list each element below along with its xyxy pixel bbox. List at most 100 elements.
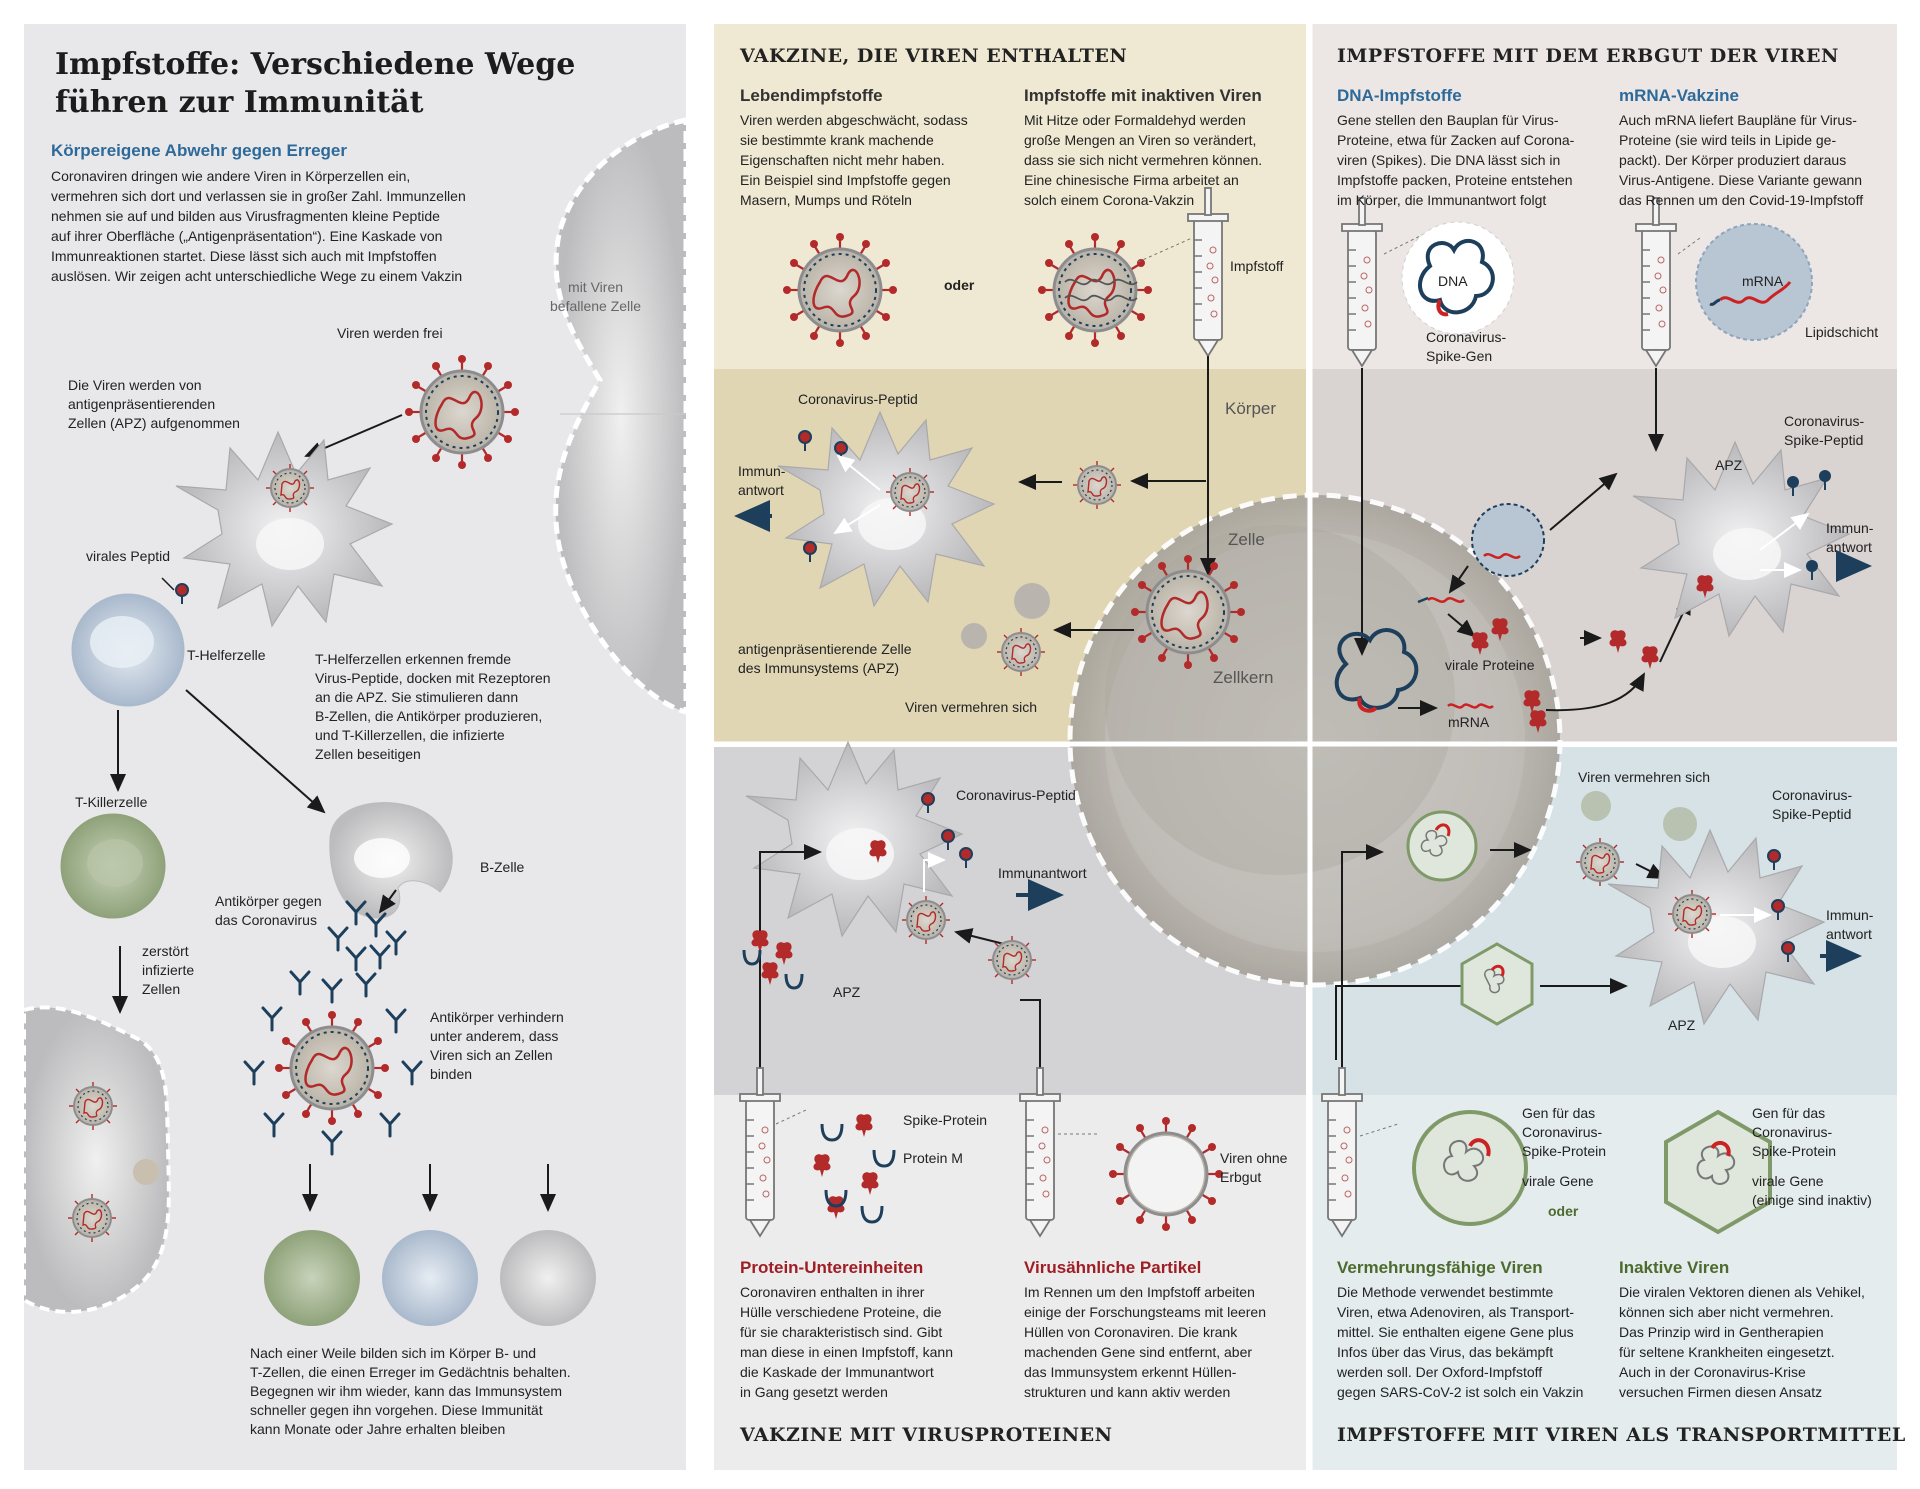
vlp-text-line: strukturen und kann aktiv werden <box>1024 1384 1231 1400</box>
apz-uptake-line: antigenpräsentierenden <box>68 396 216 412</box>
protein-m-label: Protein M <box>903 1150 963 1166</box>
memory-blue-cell <box>382 1230 478 1326</box>
viruses-multiply-label-vector: Viren vermehren sich <box>1578 769 1711 785</box>
genome-section-heading: IMPFSTOFFE MIT DEM ERBGUT DER VIREN <box>1337 45 1839 67</box>
replicating-text-line: mittel. Sie enthalten eigene Gene plus <box>1337 1324 1574 1340</box>
immune-response-line: Immun- <box>1826 907 1874 923</box>
apc-vector-virus <box>1667 889 1717 939</box>
viral-genes-b-line: (einige sind inaktiv) <box>1752 1192 1872 1208</box>
gene-b-line: Gen für das <box>1752 1105 1826 1121</box>
inactive-vector-text-line: für seltene Krankheiten eingesetzt. <box>1619 1344 1835 1360</box>
apz-uptake-line: Die Viren werden von <box>68 377 202 393</box>
inactive-vector-text-line: Die viralen Vektoren dienen als Vehikel, <box>1619 1284 1865 1300</box>
vlp-text-line: Im Rennen um den Impfstoff arbeiten <box>1024 1284 1255 1300</box>
syringe-vector <box>1321 1067 1363 1237</box>
gene-a-line: Coronavirus- <box>1522 1124 1603 1140</box>
apc-left <box>175 431 393 627</box>
subunit-title: Protein-Untereinheiten <box>740 1258 924 1277</box>
live-text-line: Masern, Mumps und Röteln <box>740 192 912 208</box>
apz-uptake-label: Die Viren werden von antigenpräsentieren… <box>68 376 240 433</box>
mrna-strand-a <box>1427 597 1465 603</box>
replicating-text-line: Viren, etwa Adenoviren, als Transport- <box>1337 1304 1575 1320</box>
intro-line: vermehren sich dort und verlassen sie in… <box>51 188 466 204</box>
replicating-text-line: gegen SARS-CoV-2 ist solch ein Vakzin <box>1337 1384 1584 1400</box>
dna-text-line: im Körper, die Immunantwort folgt <box>1337 192 1547 208</box>
syringe-inactive <box>1187 187 1229 357</box>
gene-a-label: Gen für das Coronavirus- Spike-Protein <box>1522 1104 1606 1161</box>
protein-panel-bottom <box>714 1095 1306 1470</box>
inactive-vaccine-title: Impfstoffe mit inaktiven Viren <box>1024 86 1262 105</box>
lipid-layer-label: Lipidschicht <box>1805 324 1879 340</box>
cell-label: Zelle <box>1228 530 1265 549</box>
destroyed-infected-cell <box>22 1005 171 1314</box>
spike-peptide-label-genome: Coronavirus- Spike-Peptid <box>1784 412 1864 450</box>
subunit-text: Coronaviren enthalten in ihrer Hülle ver… <box>740 1282 990 1402</box>
inactive-text-line: Mit Hitze oder Formaldehyd werden <box>1024 112 1246 128</box>
vector-peptide-tag-3 <box>1767 849 1781 871</box>
antibody-coated-virus <box>273 1009 391 1127</box>
or-label-virus: oder <box>944 277 975 293</box>
antibody-block-label: Antikörper verhindern unter anderem, das… <box>430 1008 564 1084</box>
vector-virus-large-round <box>1412 1110 1528 1226</box>
apc-vector-section <box>1607 829 1825 1025</box>
apc-vlp <box>901 895 951 945</box>
inactive-vaccine-text: Mit Hitze oder Formaldehyd werden große … <box>1024 110 1294 210</box>
syringe-vlp <box>1019 1067 1061 1237</box>
empty-virus-particle <box>1107 1115 1225 1233</box>
memory-text: Nach einer Weile bilden sich im Körper B… <box>250 1344 670 1439</box>
vector-new-virus <box>1575 837 1625 887</box>
memory-gray-cell <box>500 1230 596 1326</box>
mrna-text-line: packt). Der Körper produziert daraus <box>1619 152 1847 168</box>
immune-response-label-virus: Immun- antwort <box>738 462 785 500</box>
viral-protein-5 <box>1641 646 1659 669</box>
apc-virus-inner <box>885 467 935 517</box>
t-helper-text-line: Virus-Peptide, docken mit Rezeptoren <box>315 670 551 686</box>
subunit-proteins <box>813 1114 896 1224</box>
live-vaccine-title: Lebendimpfstoffe <box>740 86 883 105</box>
subunit-text-line: in Gang gesetzt werden <box>740 1384 888 1400</box>
subunit-text-line: Coronaviren enthalten in ihrer <box>740 1284 925 1300</box>
antibody-block-line: unter anderem, dass <box>430 1028 559 1044</box>
page-title: Impfstoffe: Verschiedene Wege führen zur… <box>55 46 655 122</box>
vector-particle-1 <box>1581 791 1611 821</box>
infected-cell-label: mit Viren befallene Zelle <box>550 278 641 316</box>
dna-text-line: viren (Spikes). Die DNA lässt sich in <box>1337 152 1561 168</box>
antibodies-label-line: das Coronavirus <box>215 912 317 928</box>
mrna-text-line: Virus-Antigene. Diese Variante gewann <box>1619 172 1863 188</box>
coronavirus-peptide-label-protein: Coronavirus-Peptid <box>956 787 1076 803</box>
dna-loop <box>1418 239 1495 315</box>
mrna-strand-label: mRNA <box>1448 714 1490 730</box>
adenovirus-inactive <box>1460 942 1534 1026</box>
spike-gene-label: Coronavirus- Spike-Gen <box>1426 328 1506 366</box>
intro-line: Immunreaktionen startet. Diese lässt sic… <box>51 248 437 264</box>
t-helper-text-line: T-Helferzellen erkennen fremde <box>315 651 512 667</box>
inactive-text-line: große Mengen an Viren so verändert, <box>1024 132 1257 148</box>
vector-section-heading: IMPFSTOFFE MIT VIREN ALS TRANSPORTMITTEL <box>1337 1424 1906 1446</box>
dna-text-line: Gene stellen den Bauplan für Virus- <box>1337 112 1559 128</box>
or-label-vector: oder <box>1548 1203 1579 1219</box>
subunit-text-line: Hülle verschiedene Proteine, die <box>740 1304 942 1320</box>
memory-text-line: schneller gegen ihn vorgehen. Diese Immu… <box>250 1402 543 1418</box>
antibody-block-line: binden <box>430 1066 473 1082</box>
vaccine-label: Impfstoff <box>1230 258 1284 274</box>
vlp-text-line: einige der Forschungsteams mit leeren <box>1024 1304 1267 1320</box>
mrna-strand-b <box>1447 703 1494 709</box>
vlp-approaching <box>987 935 1037 985</box>
mrna-text-line: Auch mRNA liefert Baupläne für Virus- <box>1619 112 1857 128</box>
peptide-tag-3 <box>803 541 817 563</box>
gene-a-line: Spike-Protein <box>1522 1143 1607 1159</box>
vector-panel-bottom <box>1310 1095 1897 1470</box>
live-text-line: sie bestimmte krank machende <box>740 132 934 148</box>
syringe-mrna <box>1635 197 1677 367</box>
virus-section-heading: VAKZINE, DIE VIREN ENTHALTEN <box>740 45 1128 67</box>
inactive-vector-text-line: Auch in der Coronavirus-Krise <box>1619 1364 1806 1380</box>
left-intro: Coronaviren dringen wie andere Viren in … <box>51 166 521 286</box>
memory-text-line: T-Zellen, die einen Erreger im Gedächtni… <box>250 1364 571 1380</box>
replicating-text-line: Infos über das Virus, das bekämpft <box>1337 1344 1554 1360</box>
spike-gene-line: Spike-Gen <box>1426 348 1493 364</box>
t-helper-text-line: und T-Killerzellen, die infizierte <box>315 727 505 743</box>
mrna-text-line: Proteine (sie wird teils in Lipide ge- <box>1619 132 1837 148</box>
t-killer-label: T-Killerzelle <box>75 794 148 810</box>
apz-label-vector: APZ <box>1668 1017 1696 1033</box>
viruses-multiply-label-virus: Viren vermehren sich <box>905 699 1038 715</box>
